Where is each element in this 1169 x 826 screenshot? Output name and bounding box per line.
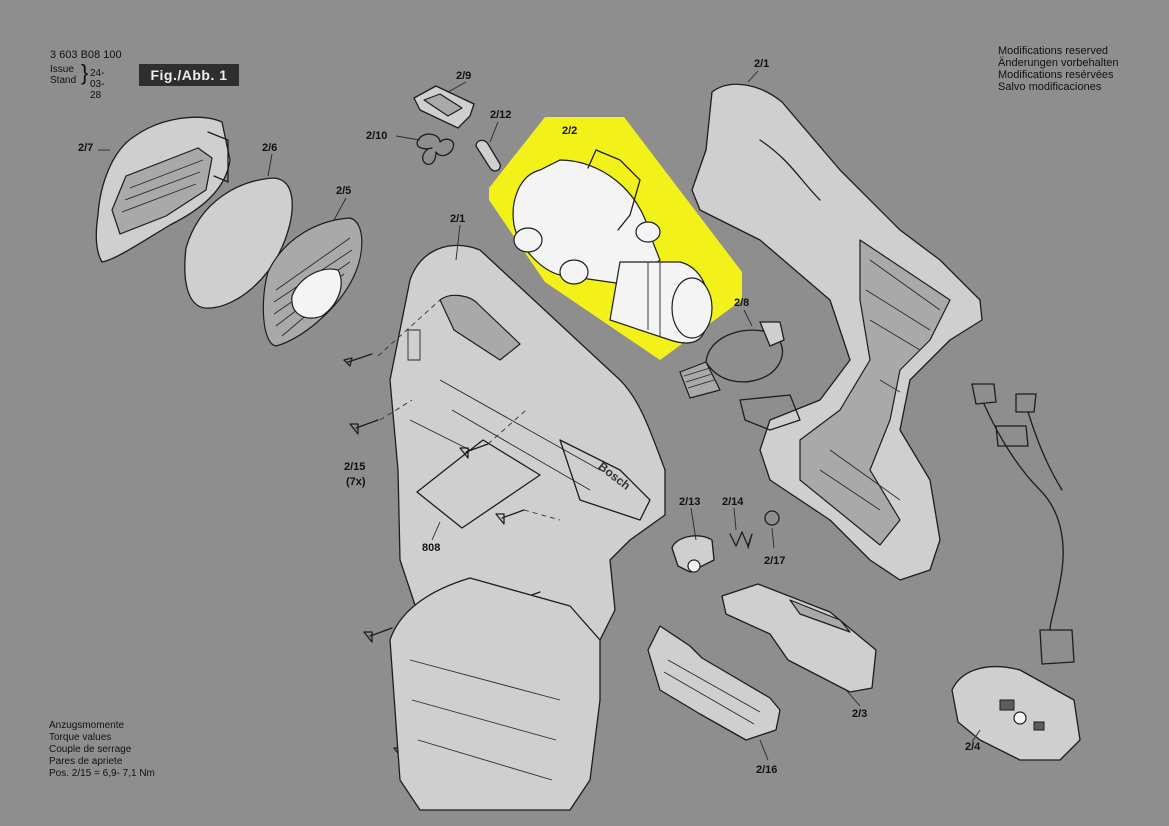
label-2-13[interactable]: 2/13 — [679, 496, 701, 508]
label-2-5[interactable]: 2/5 — [336, 185, 352, 197]
part-2-1-housing[interactable] — [389, 244, 666, 666]
label-2-2[interactable]: 2/2 — [562, 125, 578, 137]
label-2-6[interactable]: 2/6 — [262, 142, 278, 154]
modifications-notice: Modifications reserved Änderungen vorbeh… — [998, 45, 1118, 93]
label-2-9[interactable]: 2/9 — [456, 70, 472, 82]
torque-line: Torque values — [49, 732, 112, 743]
label-2-4[interactable]: 2/4 — [965, 741, 981, 753]
part-2-7-cover[interactable] — [95, 116, 231, 263]
notice-line: Modifications reserved — [998, 45, 1109, 57]
issue-label: Issue — [50, 64, 74, 75]
notice-line: Salvo modificaciones — [998, 81, 1102, 93]
label-leaders — [98, 70, 981, 761]
label-2-3[interactable]: 2/3 — [852, 708, 868, 720]
part-2-13-trigger[interactable] — [671, 535, 715, 573]
torque-line: Pares de apriete — [49, 756, 123, 767]
label-2-12[interactable]: 2/12 — [490, 109, 512, 121]
part-2-1-housing-half[interactable] — [691, 83, 983, 581]
label-2-15[interactable]: 2/15 — [344, 461, 366, 473]
part-number: 3 603 B08 100 — [50, 49, 122, 61]
notice-line: Modifications resérvées — [998, 69, 1114, 81]
label-2-7[interactable]: 2/7 — [78, 142, 94, 154]
label-2-14[interactable]: 2/14 — [722, 496, 744, 508]
part-2-16-slider[interactable] — [647, 625, 781, 741]
label-2-1-top[interactable]: 2/1 — [754, 58, 770, 70]
label-2-1-housing[interactable]: 2/1 — [450, 213, 466, 225]
part-2-9-latch[interactable] — [413, 85, 475, 129]
leader-lines — [377, 299, 561, 521]
label-2-10[interactable]: 2/10 — [366, 130, 388, 142]
label-2-15-qty: (7x) — [346, 476, 366, 488]
part-2-10-spring[interactable] — [416, 133, 455, 166]
lower-housing[interactable] — [389, 577, 601, 811]
torque-line: Pos. 2/15 = 6,9- 7,1 Nm — [49, 768, 155, 779]
label-2-16[interactable]: 2/16 — [756, 764, 778, 776]
part-2-6-plate[interactable] — [184, 177, 293, 309]
figure-badge: Fig./Abb. 1 — [139, 64, 239, 86]
part-2-12-pin[interactable] — [475, 139, 501, 172]
issue-date: 24-03-28 — [90, 68, 105, 101]
label-808[interactable]: 808 — [422, 542, 441, 554]
part-2-17-washer[interactable] — [764, 510, 780, 526]
stand-label: Stand — [50, 75, 77, 86]
part-808-label[interactable] — [416, 439, 541, 529]
torque-line: Couple de serrage — [49, 744, 132, 755]
torque-values: Anzugsmomente Torque values Couple de se… — [49, 720, 155, 780]
part-2-2-motor[interactable] — [512, 149, 713, 344]
torque-line: Anzugsmomente — [49, 720, 125, 731]
label-2-8[interactable]: 2/8 — [734, 297, 750, 309]
label-2-17[interactable]: 2/17 — [764, 555, 786, 567]
part-2-4-electronics[interactable] — [951, 383, 1081, 761]
issue-block: Issue Stand } 24-03-28 — [50, 62, 104, 102]
brace-glyph: } — [81, 60, 89, 85]
part-2-8-ring[interactable] — [679, 321, 785, 399]
part-2-5-vent-plate[interactable] — [262, 217, 363, 347]
part-2-3-latch[interactable] — [721, 583, 877, 693]
part-2-14-spring[interactable] — [729, 531, 753, 549]
notice-line: Änderungen vorbehalten — [998, 57, 1119, 69]
